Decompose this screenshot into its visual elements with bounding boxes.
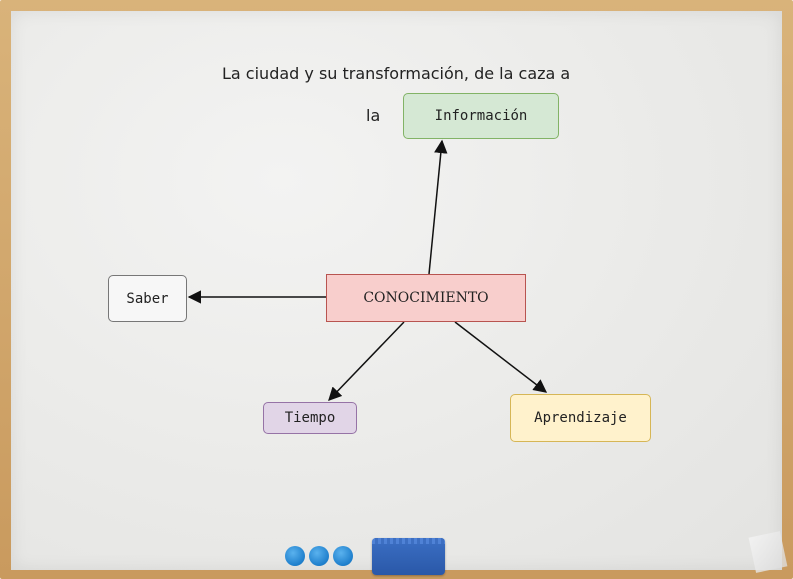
node-saber[interactable]: Saber: [108, 275, 187, 322]
diagram-title: La ciudad y su transformación, de la caz…: [222, 64, 571, 83]
diagram-title-continuation: la: [366, 106, 381, 125]
eraser[interactable]: [372, 538, 445, 575]
node-tiempo[interactable]: Tiempo: [263, 402, 357, 434]
arrow-to-tiempo: [328, 321, 405, 401]
node-aprendizaje[interactable]: Aprendizaje: [510, 394, 651, 442]
magnet-1[interactable]: [285, 546, 305, 566]
magnet-3[interactable]: [333, 546, 353, 566]
magnet-2[interactable]: [309, 546, 329, 566]
node-conocimiento[interactable]: CONOCIMIENTO: [326, 274, 526, 322]
arrow-to-informacion: [428, 139, 448, 275]
arrow-to-aprendizaje: [454, 321, 548, 393]
eraser-felt: [372, 538, 445, 544]
node-informacion[interactable]: Información: [403, 93, 559, 139]
